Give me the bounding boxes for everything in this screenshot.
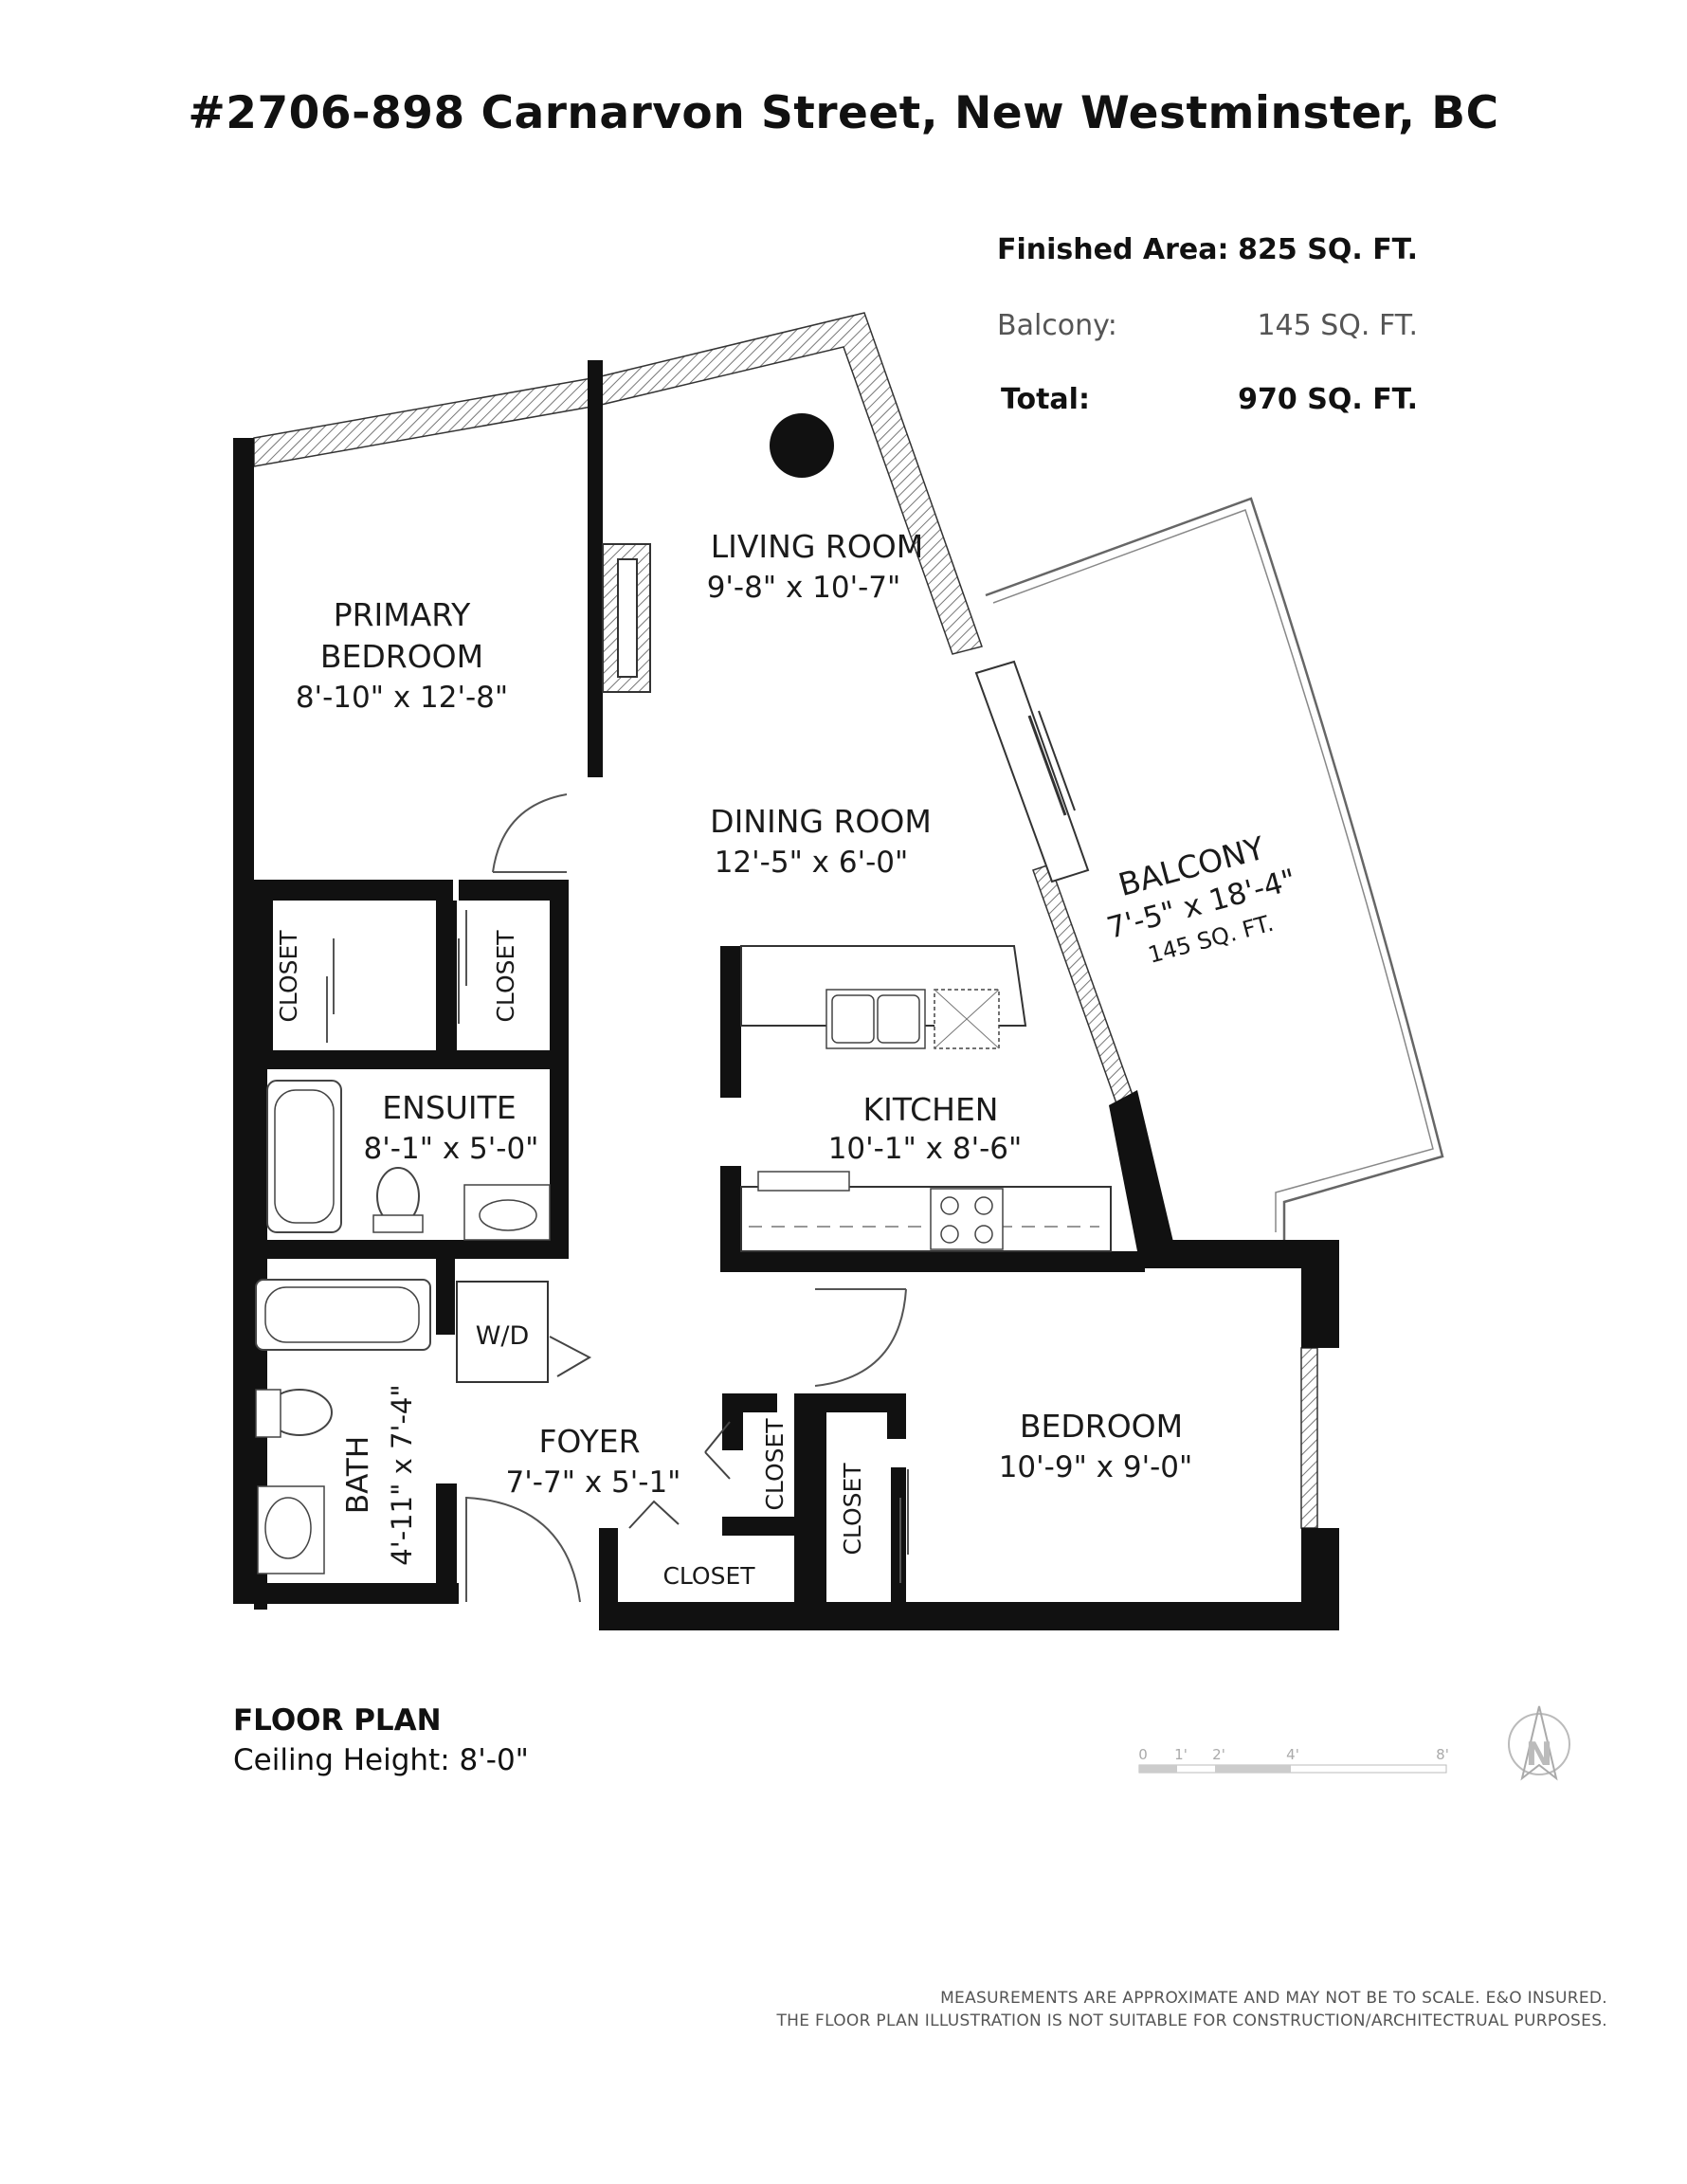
living-room-label: LIVING ROOM: [711, 528, 924, 565]
compass-letter: N: [1526, 1736, 1552, 1774]
closet-label-4: CLOSET: [839, 1463, 866, 1556]
bedroom-door-swing: [814, 1288, 907, 1387]
kitchen-counter: [740, 1171, 1112, 1252]
disclaimer: MEASUREMENTS ARE APPROXIMATE AND MAY NOT…: [776, 1987, 1607, 2032]
disclaimer-line-2: THE FLOOR PLAN ILLUSTRATION IS NOT SUITA…: [776, 2011, 1607, 2030]
bath-label: BATH: [341, 1436, 375, 1514]
finished-area-value: 825 SQ. FT.: [1238, 233, 1418, 266]
balcony-area-label: Balcony:: [997, 309, 1117, 342]
primary-bedroom-door: [492, 793, 568, 873]
primary-bedroom-label-1: PRIMARY: [334, 596, 471, 633]
total-area-label: Total:: [1001, 383, 1090, 416]
scale-tick-0: 0: [1138, 1746, 1148, 1763]
closet-label-2: CLOSET: [492, 930, 519, 1023]
scale-tick-8: 8': [1436, 1746, 1449, 1763]
total-area-row: Total: 970 SQ. FT.: [1001, 383, 1418, 421]
total-area-value: 970 SQ. FT.: [1238, 383, 1418, 416]
finished-area-row: Finished Area: 825 SQ. FT.: [997, 233, 1418, 271]
living-room-dims: 9'-8" x 10'-7": [707, 571, 901, 605]
balcony-area-row: Balcony: 145 SQ. FT.: [997, 309, 1418, 347]
page-title: #2706-898 Carnarvon Street, New Westmins…: [188, 87, 1499, 139]
bedroom-dims: 10'-9" x 9'-0": [999, 1450, 1193, 1484]
scale-tick-1: 1': [1174, 1746, 1188, 1763]
fireplace: [602, 543, 651, 693]
closet-label-1: CLOSET: [275, 930, 302, 1023]
closet-label-3: CLOSET: [761, 1418, 789, 1511]
bedroom-window-hatch: [1300, 1347, 1318, 1529]
primary-bedroom-dims: 8'-10" x 12'-8": [296, 681, 508, 715]
scale-tick-4: 4': [1286, 1746, 1299, 1763]
bath-fixtures: [255, 1279, 431, 1574]
scale-tick-2: 2': [1212, 1746, 1225, 1763]
floor-plan-heading: FLOOR PLAN: [233, 1703, 442, 1738]
kitchen-label: KITCHEN: [863, 1091, 999, 1128]
interior-walls: [254, 880, 1145, 1621]
structural-column: [770, 413, 834, 478]
entry-door-swing: [465, 1496, 581, 1603]
closet-label-5: CLOSET: [662, 1562, 755, 1590]
foyer-label: FOYER: [538, 1423, 640, 1460]
north-wall-hatch: [253, 376, 598, 467]
primary-bedroom-label-2: BEDROOM: [320, 638, 483, 675]
kitchen-dims: 10'-1" x 8'-6": [828, 1132, 1023, 1166]
foyer-dims: 7'-7" x 5'-1": [506, 1465, 681, 1500]
kitchen-island: [740, 945, 1027, 1049]
washer-dryer: [456, 1281, 549, 1383]
ensuite-dims: 8'-1" x 5'-0": [364, 1132, 539, 1166]
exterior-walls: [233, 360, 1339, 1630]
north-compass-icon: N: [1508, 1705, 1570, 1781]
bath-dims: 4'-11" x 7'-4": [386, 1384, 418, 1565]
floor-plan-info: FLOOR PLAN Ceiling Height: 8'-0": [233, 1701, 529, 1780]
balcony-area-value: 145 SQ. FT.: [1257, 309, 1418, 342]
balcony-sliding-door: [974, 660, 1090, 883]
wd-label: W/D: [476, 1321, 530, 1351]
ensuite-label: ENSUITE: [382, 1089, 516, 1126]
balcony-outline: [985, 497, 1444, 1246]
finished-area-label: Finished Area:: [997, 233, 1229, 266]
dining-room-label: DINING ROOM: [710, 803, 932, 840]
ensuite-fixtures: [266, 1080, 551, 1241]
disclaimer-line-1: MEASUREMENTS ARE APPROXIMATE AND MAY NOT…: [940, 1989, 1607, 2008]
scale-bar: 0 1' 2' 4' 8': [1138, 1746, 1449, 1774]
ceiling-height: Ceiling Height: 8'-0": [233, 1743, 529, 1777]
east-wall-hatch: [1032, 864, 1134, 1104]
bedroom-label: BEDROOM: [1020, 1408, 1183, 1445]
dining-room-dims: 12'-5" x 6'-0": [715, 846, 909, 880]
